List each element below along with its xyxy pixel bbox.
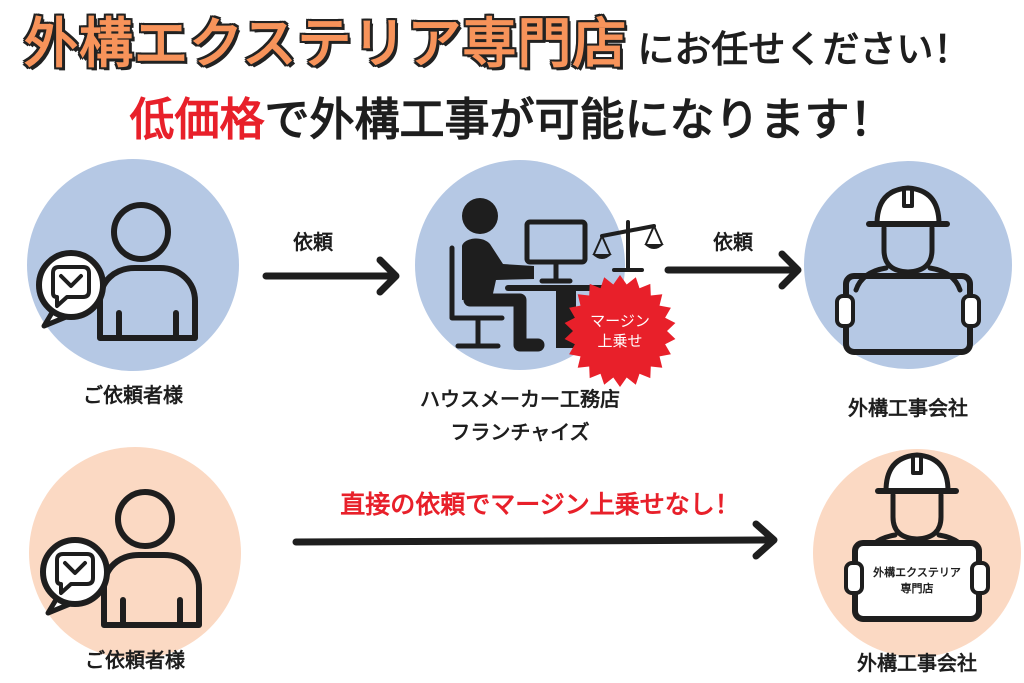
sign-board-text: 外構エクステリア 専門店	[857, 565, 977, 597]
middleman-label: ハウスメーカー工務店 フランチャイズ	[400, 383, 640, 449]
middleman-label-line-2: フランチャイズ	[450, 420, 590, 444]
arrow-right-icon	[292, 520, 778, 560]
margin-badge-line-2: 上乗せ	[597, 332, 643, 350]
headline-line-2-rest: で外構工事が可能になります！	[264, 93, 895, 146]
headline-highlight-specialist: 外構エクステリア専門店	[24, 12, 628, 75]
request-label-2: 依頼	[713, 230, 753, 254]
margin-markup-badge	[564, 275, 676, 387]
sign-line-2: 専門店	[900, 582, 934, 595]
headline-line-2: 低価格で外構工事が可能になります！	[0, 93, 1024, 147]
office-worker-icon	[449, 198, 664, 352]
contractor-circle	[804, 161, 1012, 369]
headline-highlight-low-price: 低価格	[129, 93, 265, 146]
client-with-chat-icon	[36, 202, 198, 341]
arrow-right-icon	[262, 256, 400, 296]
client-label: ご依頼者様	[83, 383, 183, 407]
scale-icon	[592, 220, 664, 272]
direct-client-label: ご依頼者様	[85, 648, 185, 672]
headline-line-1: 外構エクステリア専門店 にお任せください！	[24, 12, 1014, 75]
starburst-shape	[564, 275, 676, 387]
request-label-1: 依頼	[293, 230, 333, 254]
client-with-chat-icon	[40, 489, 202, 628]
chat-bubble-icon	[40, 537, 110, 616]
chat-bubble-icon	[36, 250, 106, 329]
contractor-label: 外構工事会社	[848, 396, 968, 420]
margin-badge-line-1: マージン	[590, 312, 650, 330]
middleman-label-line-1: ハウスメーカー工務店	[420, 387, 620, 411]
construction-worker-icon	[844, 452, 990, 622]
margin-badge-text: マージン 上乗せ	[570, 311, 670, 351]
direct-request-label: 直接の依頼でマージン上乗せなし！	[340, 490, 740, 519]
headline-line-1-rest: にお任せください！	[637, 28, 971, 71]
sign-line-1: 外構エクステリア	[873, 566, 961, 579]
arrow-right-icon	[664, 250, 802, 290]
direct-contractor-label: 外構工事会社	[857, 651, 977, 675]
construction-worker-icon	[835, 185, 981, 355]
